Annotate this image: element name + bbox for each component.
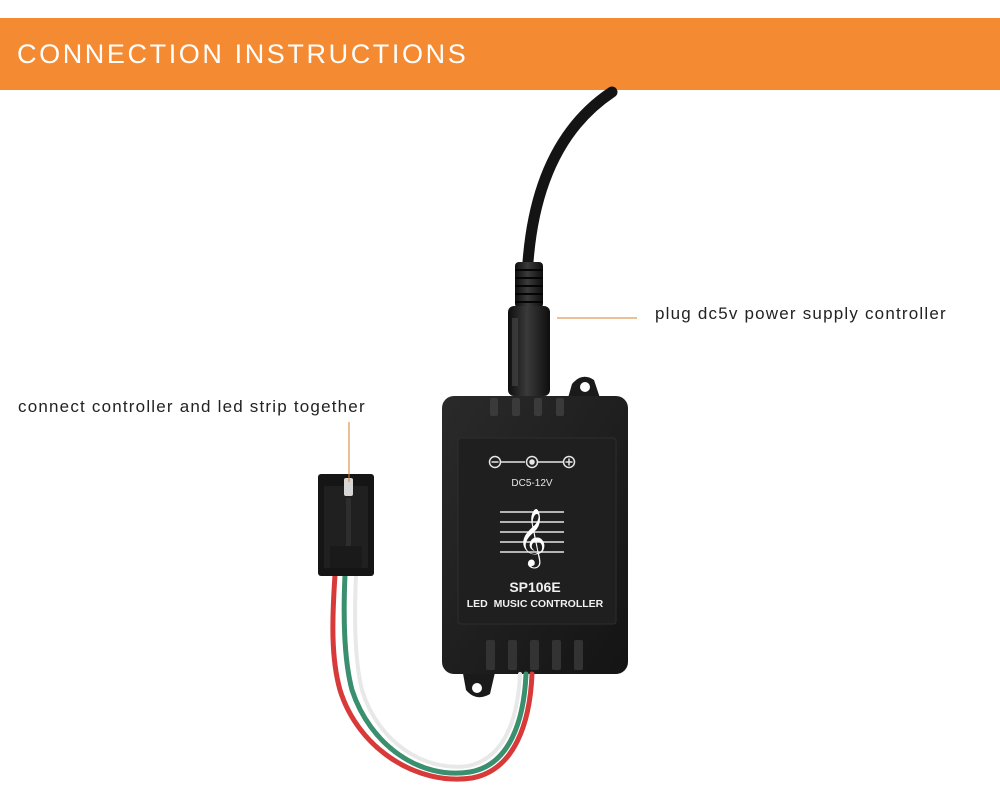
led-strip-wires: [330, 572, 535, 782]
treble-clef-icon: 𝄞: [500, 508, 564, 569]
svg-text:𝄞: 𝄞: [517, 508, 547, 569]
strip-callout: connect controller and led strip togethe…: [18, 397, 366, 416]
dc-plug-barrel: [508, 306, 550, 396]
mounting-ear-bottom: [462, 668, 496, 698]
polarity-symbol-icon: [488, 455, 576, 469]
jst-connector: [318, 474, 374, 576]
polarity-label: DC5-12V: [511, 478, 552, 489]
section-banner: CONNECTION INSTRUCTIONS: [0, 18, 1000, 90]
mounting-ear-top: [568, 376, 600, 398]
model-label: SP106E: [509, 579, 560, 595]
section-title: CONNECTION INSTRUCTIONS: [17, 39, 469, 69]
device-name-label: LED MUSIC CONTROLLER: [467, 598, 604, 610]
label-panel: [457, 437, 617, 625]
dc-plug-strain-relief: [515, 262, 543, 308]
power-cable: [522, 86, 618, 268]
power-callout: plug dc5v power supply controller: [655, 304, 947, 323]
controller-housing: [442, 396, 628, 674]
